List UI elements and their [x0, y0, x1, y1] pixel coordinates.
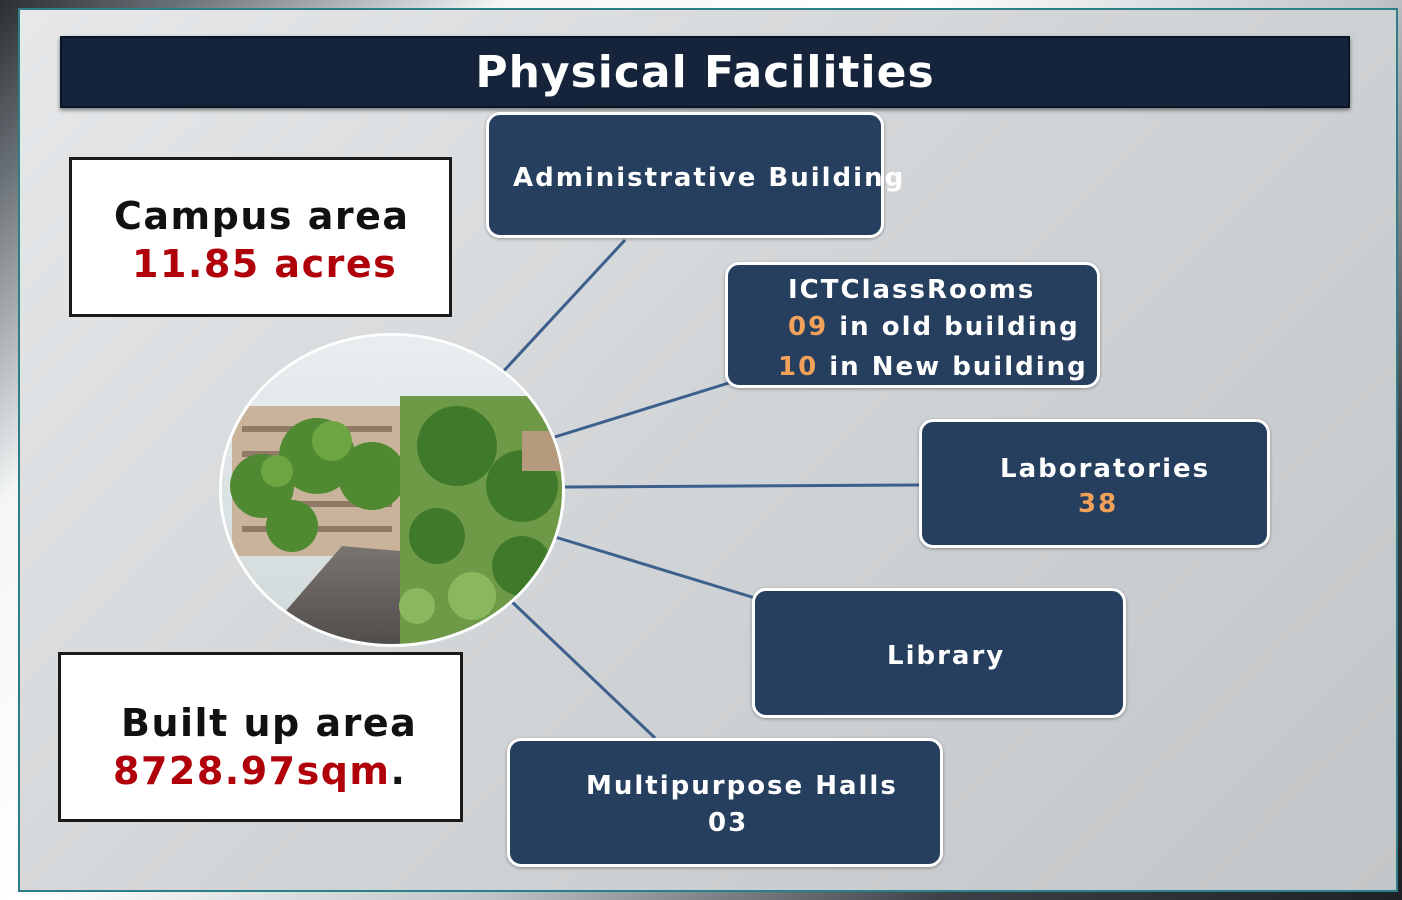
- built-up-area-value: 8728.97sqm.: [113, 749, 406, 793]
- campus-area-value: 11.85 acres: [132, 242, 398, 286]
- campus-photo: [219, 333, 565, 647]
- built-up-area-number: 8728.97sqm: [113, 749, 391, 793]
- ict-old-text: in old building: [839, 312, 1080, 342]
- connector-ict: [544, 380, 733, 442]
- built-up-area-suffix: .: [390, 749, 407, 793]
- ict-new-count: 10: [778, 352, 819, 382]
- ict-label: ICTClassRooms: [788, 275, 1036, 305]
- laboratories-count: 38: [1078, 489, 1119, 519]
- laboratories-label: Laboratories: [1000, 454, 1211, 484]
- page-title: Physical Facilities: [475, 46, 935, 98]
- connector-administrative: [498, 238, 627, 377]
- library-label: Library: [887, 641, 1006, 671]
- connector-library: [554, 535, 756, 600]
- ict-new-text: in New building: [829, 352, 1088, 382]
- node-multipurpose-halls[interactable]: Multipurpose Halls 03: [507, 738, 943, 867]
- built-up-area-box: Built up area 8728.97sqm.: [58, 652, 463, 822]
- node-ict-classrooms[interactable]: ICTClassRooms 09 in old building 10 in N…: [725, 262, 1100, 388]
- node-laboratories[interactable]: Laboratories 38: [919, 419, 1270, 548]
- multipurpose-count: 03: [708, 808, 749, 838]
- node-library[interactable]: Library: [752, 588, 1126, 718]
- ict-new-building: 10 in New building: [778, 352, 1088, 382]
- campus-area-label: Campus area: [114, 194, 410, 238]
- ict-old-building: 09 in old building: [788, 312, 1080, 342]
- built-up-area-label: Built up area: [121, 701, 418, 745]
- connector-laboratories: [564, 483, 921, 489]
- campus-area-box: Campus area 11.85 acres: [69, 157, 452, 317]
- ict-old-count: 09: [788, 312, 829, 342]
- connector-multipurpose: [508, 598, 657, 740]
- campus-photo-icon: [222, 336, 562, 644]
- multipurpose-label: Multipurpose Halls: [586, 771, 898, 801]
- node-administrative-building[interactable]: Administrative Building: [486, 112, 903, 238]
- title-bar: Physical Facilities: [60, 36, 1350, 108]
- administrative-label: Administrative Building: [513, 163, 906, 193]
